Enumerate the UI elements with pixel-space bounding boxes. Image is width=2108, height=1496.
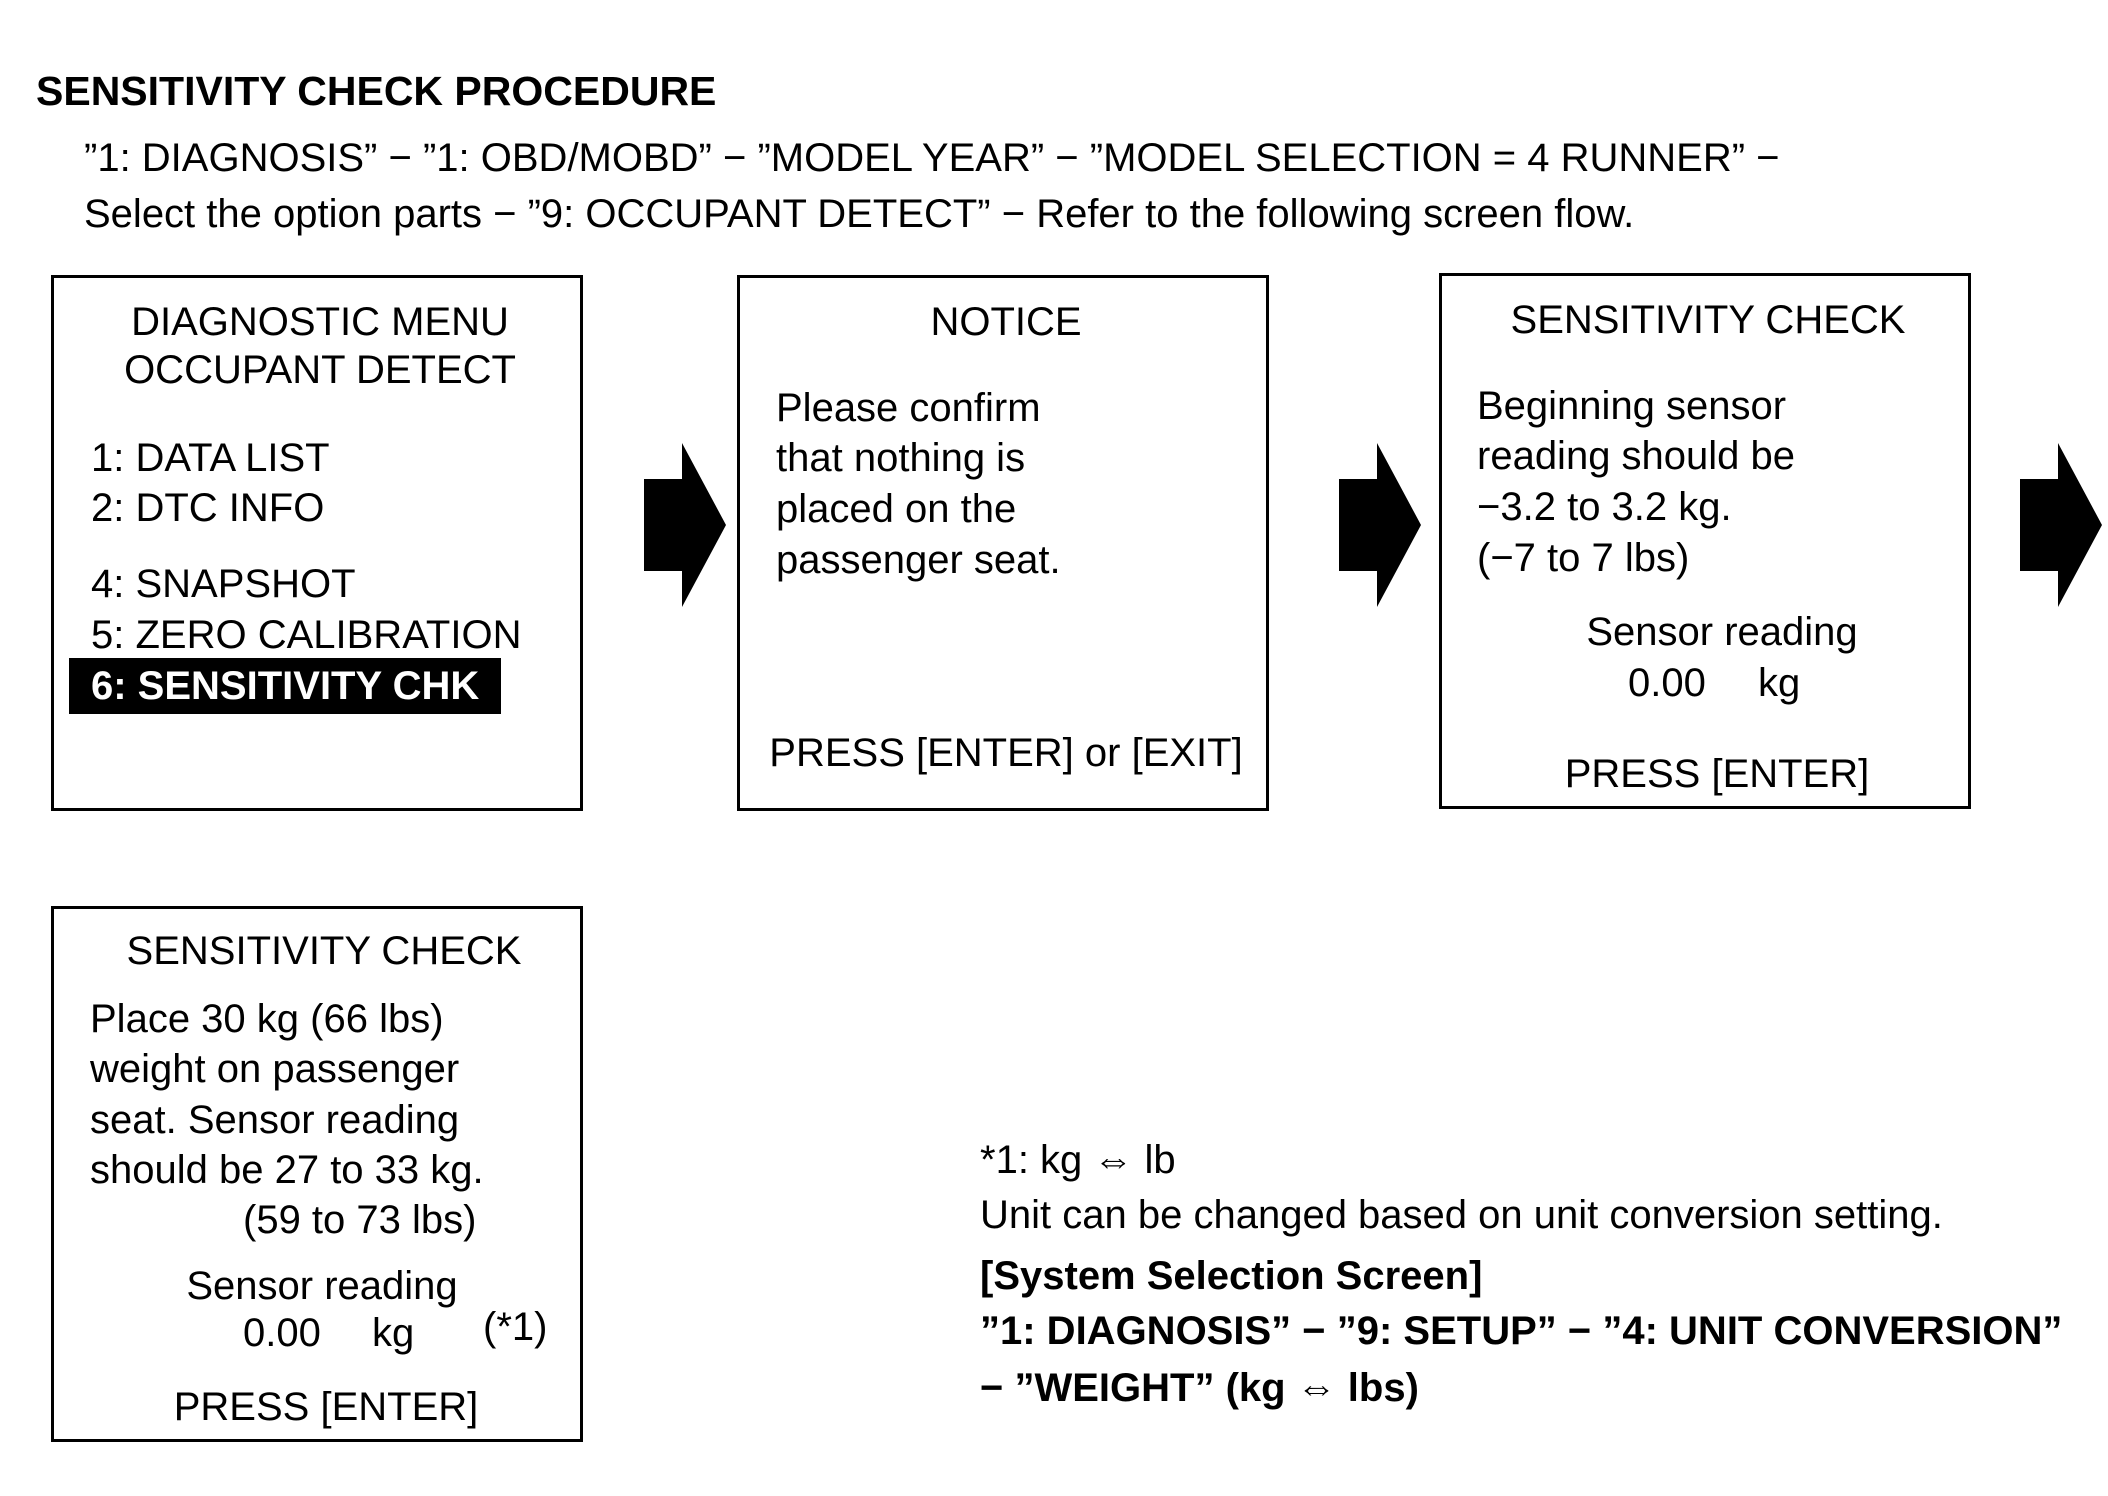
screen-sensitivity-check-weight: SENSITIVITY CHECK Place 30 kg (66 lbs) w… — [51, 906, 583, 1442]
menu-item-sensitivity-chk-selected[interactable]: 6: SENSITIVITY CHK — [69, 658, 502, 714]
screen2-body-2: that nothing is — [776, 436, 1026, 480]
note-line-5: − ”WEIGHT” (kg ⇔ lbs) — [980, 1366, 1419, 1410]
screen1-title-1: DIAGNOSTIC MENU — [131, 300, 509, 344]
flow-arrow-3 — [2020, 443, 2102, 607]
flow-arrow-2 — [1339, 443, 1421, 607]
note-line-1: *1: kg ⇔ lb — [980, 1138, 1176, 1182]
screen-notice: NOTICE Please confirm that nothing is pl… — [737, 275, 1269, 811]
screen3-body-1: Beginning sensor — [1477, 384, 1787, 428]
screen4-footnote-ref: (*1) — [483, 1305, 548, 1349]
note-line-3: [System Selection Screen] — [980, 1254, 1483, 1298]
screen2-body-1: Please confirm — [776, 386, 1041, 430]
right-arrow-icon — [1339, 443, 1421, 607]
intro-line-2: Select the option parts − ”9: OCCUPANT D… — [84, 192, 1635, 236]
screen4-reading-value: 0.00 — [243, 1311, 321, 1355]
screen4-body-2: weight on passenger — [90, 1047, 460, 1091]
right-arrow-icon — [644, 443, 726, 607]
screen4-body-1: Place 30 kg (66 lbs) — [90, 997, 444, 1041]
flow-arrow-1 — [644, 443, 726, 607]
screen4-body-3: seat. Sensor reading — [90, 1098, 460, 1142]
screen1-title-2: OCCUPANT DETECT — [124, 348, 516, 392]
screen-diagnostic-menu: DIAGNOSTIC MENU OCCUPANT DETECT 1: DATA … — [51, 275, 583, 811]
screen3-body-3: −3.2 to 3.2 kg. — [1477, 485, 1732, 529]
note-line-2: Unit can be changed based on unit conver… — [980, 1193, 1943, 1237]
screen3-footer: PRESS [ENTER] — [1564, 752, 1870, 796]
menu-item-data-list[interactable]: 1: DATA LIST — [91, 436, 330, 480]
screen4-body-5: (59 to 73 lbs) — [243, 1198, 477, 1242]
screen3-reading-value: 0.00 — [1628, 661, 1706, 705]
screen3-title: SENSITIVITY CHECK — [1510, 298, 1906, 342]
note-line-4: ”1: DIAGNOSIS” − ”9: SETUP” − ”4: UNIT C… — [980, 1309, 2063, 1353]
screen2-title: NOTICE — [930, 300, 1082, 344]
screen2-footer: PRESS [ENTER] or [EXIT] — [769, 731, 1243, 775]
page-title: SENSITIVITY CHECK PROCEDURE — [36, 68, 717, 114]
menu-item-zero-calibration[interactable]: 5: ZERO CALIBRATION — [91, 613, 522, 657]
intro-line-1: ”1: DIAGNOSIS” − ”1: OBD/MOBD” − ”MODEL … — [84, 136, 1780, 180]
menu-item-snapshot[interactable]: 4: SNAPSHOT — [91, 562, 356, 606]
menu-item-dtc-info[interactable]: 2: DTC INFO — [91, 486, 325, 530]
screen4-reading-unit: kg — [372, 1311, 415, 1355]
screen3-body-4: (−7 to 7 lbs) — [1477, 536, 1690, 580]
screen3-body-2: reading should be — [1477, 434, 1796, 478]
screen3-reading-label: Sensor reading — [1586, 610, 1858, 654]
screen2-body-3: placed on the — [776, 487, 1017, 531]
screen4-title: SENSITIVITY CHECK — [126, 929, 522, 973]
screen-sensitivity-check-start: SENSITIVITY CHECK Beginning sensor readi… — [1439, 273, 1971, 809]
screen4-body-4: should be 27 to 33 kg. — [90, 1148, 484, 1192]
screen4-reading-label: Sensor reading — [186, 1264, 458, 1308]
screen2-body-4: passenger seat. — [776, 538, 1061, 582]
right-arrow-icon — [2020, 443, 2102, 607]
screen3-reading-unit: kg — [1758, 661, 1801, 705]
screen4-footer: PRESS [ENTER] — [173, 1385, 479, 1429]
